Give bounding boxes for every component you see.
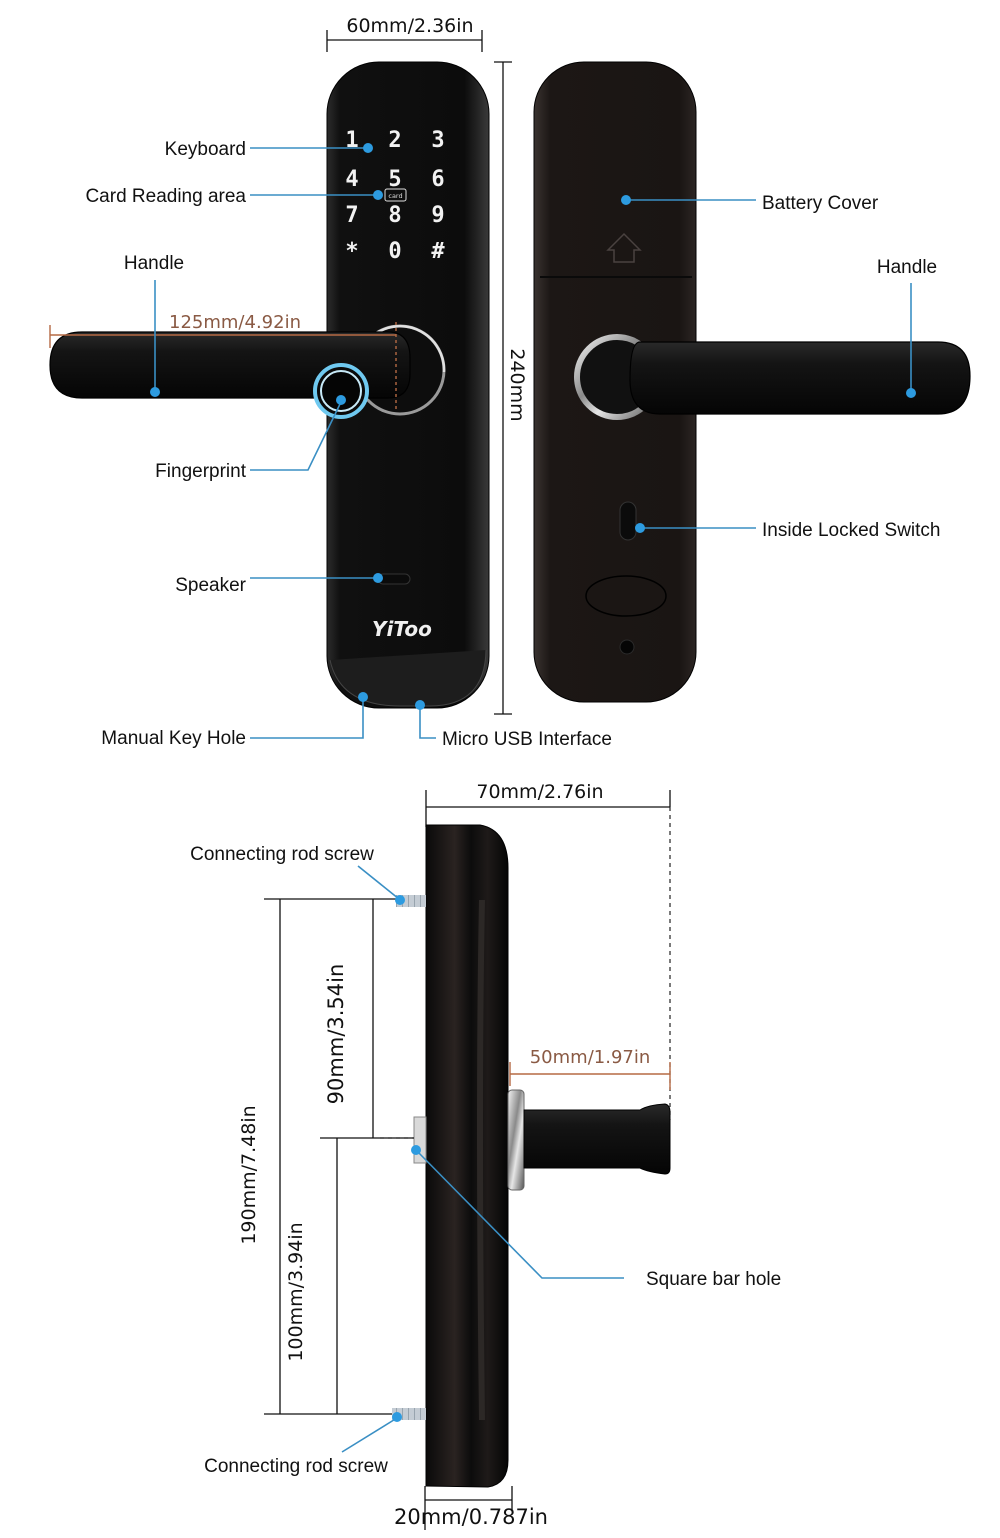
callout-manual-key-hole: Manual Key Hole: [101, 692, 368, 749]
callout-connecting-rod-screw-top: Connecting rod screw: [190, 844, 405, 905]
label-manual-key-hole: Manual Key Hole: [101, 728, 246, 749]
svg-text:card: card: [388, 192, 402, 200]
label-fingerprint: Fingerprint: [155, 461, 247, 482]
back-oval-plate: [585, 575, 667, 617]
key-star[interactable]: *: [345, 239, 358, 264]
callout-battery-cover: Battery Cover: [621, 193, 879, 214]
card-icon: [384, 188, 407, 202]
thickness-dimension: 20mm/0.787in: [394, 1486, 548, 1530]
screw-spacing-label: 190mm/7.48in: [238, 1105, 260, 1244]
spindle-to-bottom-label: 100mm/3.94in: [285, 1222, 307, 1361]
keypad: 1 2 3 4 5 6 7 8 9 * 0 # card: [345, 128, 445, 264]
label-handle-front: Handle: [124, 253, 184, 274]
label-connecting-rod-screw-bottom: Connecting rod screw: [204, 1456, 388, 1477]
back-view: Battery Cover Handle Inside Locked Switc…: [533, 61, 971, 703]
back-screw-hole: [619, 639, 635, 655]
width-dimension: 60mm/2.36in: [326, 15, 483, 52]
label-keyboard: Keyboard: [165, 139, 246, 160]
key-8[interactable]: 8: [388, 203, 401, 228]
battery-cover-arrow-icon: [606, 232, 642, 263]
key-9[interactable]: 9: [431, 203, 444, 228]
callout-inside-locked-switch: Inside Locked Switch: [635, 520, 941, 541]
handle-length-label: 125mm/4.92in: [169, 312, 301, 333]
width-dimension-label: 60mm/2.36in: [346, 15, 473, 37]
side-lock-body: [425, 824, 509, 1488]
callout-card-reading-area: Card Reading area: [85, 186, 383, 207]
key-5[interactable]: 5: [388, 167, 401, 192]
label-connecting-rod-screw-top: Connecting rod screw: [190, 844, 374, 865]
callout-keyboard: Keyboard: [165, 139, 373, 160]
key-0[interactable]: 0: [388, 239, 401, 264]
side-handle-rosette: [507, 1089, 525, 1191]
callout-handle-front: Handle: [124, 253, 184, 397]
top-to-spindle-label: 90mm/3.54in: [324, 964, 348, 1105]
side-view: 70mm/2.76in 50mm/1.97in: [190, 781, 781, 1530]
depth-dimension: 70mm/2.76in: [425, 781, 671, 1120]
front-view: 60mm/2.36in 1 2 3 4 5 6 7 8 9 * 0 # card: [49, 15, 612, 750]
side-handle: [523, 1103, 671, 1175]
key-hash[interactable]: #: [431, 239, 445, 264]
callout-connecting-rod-screw-bottom: Connecting rod screw: [204, 1412, 402, 1477]
label-battery-cover: Battery Cover: [762, 193, 879, 214]
vertical-dimensions: 190mm/7.48in 90mm/3.54in 100mm/3.94in: [238, 898, 414, 1415]
label-handle-back: Handle: [877, 257, 937, 278]
brand-logo: YiToo: [372, 617, 432, 641]
label-speaker: Speaker: [175, 575, 246, 596]
key-2[interactable]: 2: [388, 128, 401, 153]
height-dimension: 240mm: [494, 61, 528, 715]
callout-handle-back: Handle: [877, 257, 937, 398]
callout-micro-usb: Micro USB Interface: [415, 700, 612, 750]
thickness-label: 20mm/0.787in: [394, 1505, 548, 1529]
callout-square-bar-hole: Square bar hole: [411, 1145, 781, 1290]
handle-length-dimension: 125mm/4.92in: [49, 312, 397, 410]
callout-fingerprint: Fingerprint: [155, 395, 346, 482]
key-3[interactable]: 3: [431, 128, 444, 153]
fingerprint-sensor: [313, 363, 369, 419]
callout-speaker: Speaker: [175, 573, 383, 596]
handle-projection-label: 50mm/1.97in: [530, 1047, 651, 1068]
back-handle: [629, 341, 971, 415]
label-micro-usb: Micro USB Interface: [442, 729, 612, 750]
label-card-reading-area: Card Reading area: [85, 186, 246, 207]
height-dimension-label: 240mm: [506, 348, 528, 421]
label-inside-locked-switch: Inside Locked Switch: [762, 520, 941, 541]
key-6[interactable]: 6: [431, 167, 444, 192]
handle-projection-dimension: 50mm/1.97in: [509, 1047, 671, 1090]
inside-locked-switch: [619, 501, 637, 541]
key-1[interactable]: 1: [345, 128, 358, 153]
square-bar-spindle: [413, 1116, 427, 1164]
key-4[interactable]: 4: [345, 167, 358, 192]
depth-dimension-label: 70mm/2.76in: [476, 781, 603, 803]
key-7[interactable]: 7: [345, 203, 358, 228]
label-square-bar-hole: Square bar hole: [646, 1269, 781, 1290]
